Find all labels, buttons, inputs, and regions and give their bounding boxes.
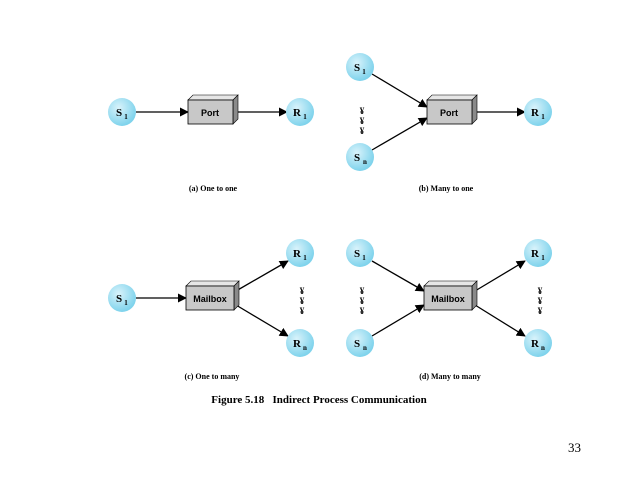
- ellipsis-dots: ¥ ¥ ¥: [538, 286, 543, 316]
- svg-text:R: R: [293, 338, 302, 350]
- svg-text:1: 1: [303, 113, 307, 121]
- svg-text:1: 1: [362, 68, 366, 76]
- svg-text:1: 1: [124, 299, 128, 307]
- ellipsis-dots: ¥ ¥ ¥: [300, 286, 305, 316]
- svg-text:¥: ¥: [360, 106, 365, 116]
- svg-text:S: S: [116, 107, 122, 119]
- panel-b: S 1 ¥ ¥ ¥ S n Port R 1 (b) Many to one: [346, 53, 552, 193]
- svg-text:Port: Port: [201, 108, 219, 118]
- svg-text:¥: ¥: [360, 306, 365, 316]
- arrow-b1: [371, 73, 428, 108]
- arrow-b2: [371, 117, 428, 151]
- mailbox-box: Mailbox: [423, 280, 478, 311]
- svg-text:1: 1: [362, 254, 366, 262]
- svg-text:¥: ¥: [300, 286, 305, 296]
- svg-text:¥: ¥: [360, 296, 365, 306]
- svg-text:R: R: [531, 248, 540, 260]
- ellipsis-dots: ¥ ¥ ¥: [360, 106, 365, 136]
- caption-b: (b) Many to one: [419, 184, 474, 193]
- figure-title: Figure 5.18 Indirect Process Communicati…: [211, 394, 427, 406]
- svg-text:1: 1: [124, 113, 128, 121]
- svg-text:S: S: [116, 293, 122, 305]
- caption-c: (c) One to many: [185, 372, 240, 381]
- arrow-d3: [474, 260, 526, 292]
- svg-text:¥: ¥: [360, 116, 365, 126]
- svg-text:1: 1: [541, 254, 545, 262]
- svg-text:R: R: [293, 107, 302, 119]
- arrow-d1: [371, 260, 425, 292]
- svg-text:R: R: [293, 248, 302, 260]
- ellipsis-dots: ¥ ¥ ¥: [360, 286, 365, 316]
- arrow-c3: [235, 304, 289, 337]
- svg-text:¥: ¥: [538, 296, 543, 306]
- svg-text:R: R: [531, 107, 540, 119]
- svg-text:S: S: [354, 152, 360, 164]
- svg-text:Mailbox: Mailbox: [431, 294, 465, 304]
- sender-node: S n: [346, 143, 374, 171]
- svg-text:S: S: [354, 338, 360, 350]
- svg-text:1: 1: [303, 254, 307, 262]
- arrow-d4: [474, 304, 526, 337]
- svg-text:n: n: [303, 344, 307, 352]
- sender-node: S n: [346, 329, 374, 357]
- panel-d: S 1 ¥ ¥ ¥ S n Mailbox R 1 ¥ ¥ ¥: [346, 239, 552, 381]
- receiver-node: R 1: [524, 98, 552, 126]
- svg-text:Port: Port: [440, 108, 458, 118]
- arrow-d2: [371, 304, 425, 337]
- svg-text:¥: ¥: [360, 126, 365, 136]
- receiver-node: R 1: [524, 239, 552, 267]
- port-box: Port: [426, 94, 478, 125]
- svg-text:¥: ¥: [360, 286, 365, 296]
- receiver-node: R 1: [286, 98, 314, 126]
- svg-text:n: n: [541, 344, 545, 352]
- arrow-c2: [235, 260, 289, 292]
- svg-text:n: n: [363, 344, 367, 352]
- svg-text:¥: ¥: [300, 306, 305, 316]
- caption-d: (d) Many to many: [419, 372, 481, 381]
- receiver-node: R 1: [286, 239, 314, 267]
- port-box: Port: [187, 94, 239, 125]
- page-number: 33: [568, 440, 581, 455]
- svg-text:¥: ¥: [538, 286, 543, 296]
- caption-a: (a) One to one: [189, 184, 238, 193]
- svg-text:S: S: [354, 62, 360, 74]
- receiver-node: R n: [286, 329, 314, 357]
- svg-text:¥: ¥: [538, 306, 543, 316]
- sender-node: S 1: [108, 98, 136, 126]
- svg-text:n: n: [363, 158, 367, 166]
- mailbox-box: Mailbox: [185, 280, 240, 311]
- svg-text:1: 1: [541, 113, 545, 121]
- sender-node: S 1: [108, 284, 136, 312]
- svg-text:Mailbox: Mailbox: [193, 294, 227, 304]
- receiver-node: R n: [524, 329, 552, 357]
- panel-c: S 1 Mailbox R 1 ¥ ¥ ¥ R n (c) One to man…: [108, 239, 314, 381]
- sender-node: S 1: [346, 239, 374, 267]
- panel-a: S 1 Port R 1 (a) One to one: [108, 94, 314, 193]
- svg-text:¥: ¥: [300, 296, 305, 306]
- svg-text:R: R: [531, 338, 540, 350]
- svg-text:S: S: [354, 248, 360, 260]
- sender-node: S 1: [346, 53, 374, 81]
